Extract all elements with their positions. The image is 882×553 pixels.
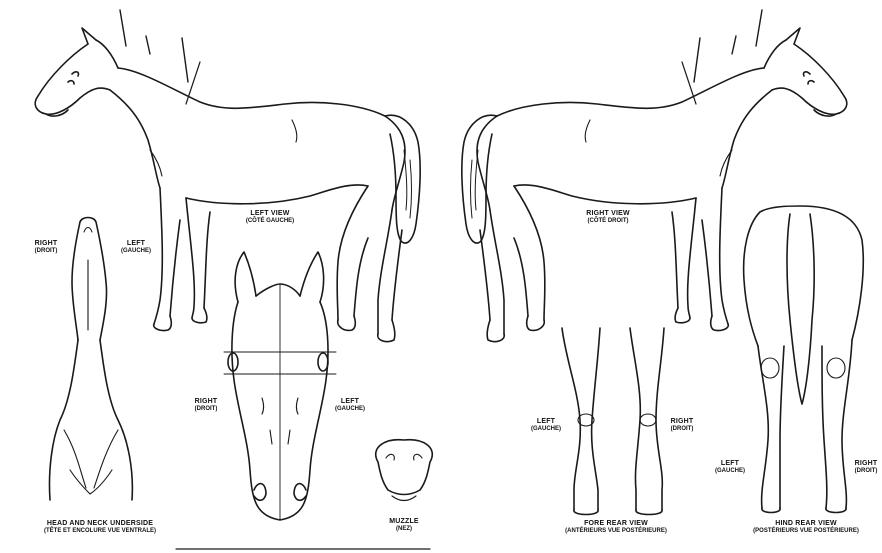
label-left-view-subtitle: (CÔTÉ GAUCHE) (246, 218, 294, 225)
label-hind-left-title: LEFT (715, 460, 745, 468)
head-neck-underside (49, 218, 132, 501)
label-right-view-subtitle: (CÔTÉ DROIT) (586, 218, 630, 225)
label-face-right: RIGHT (DROIT) (195, 398, 218, 413)
label-face-left: LEFT (GAUCHE) (335, 398, 365, 413)
label-left-view-title: LEFT VIEW (246, 210, 294, 218)
label-neck-left: LEFT (GAUCHE) (121, 240, 151, 255)
label-hind-caption: HIND REAR VIEW (POSTÉRIEURS VUE POSTÉRIE… (753, 520, 859, 535)
label-fore-right-subtitle: (DROIT) (671, 426, 694, 433)
label-neck-caption-title: HEAD AND NECK UNDERSIDE (44, 520, 156, 528)
horse-right-view (462, 10, 847, 342)
label-fore-caption-title: FORE REAR VIEW (565, 520, 667, 528)
label-hind-caption-title: HIND REAR VIEW (753, 520, 859, 528)
label-fore-right-title: RIGHT (671, 418, 694, 426)
label-neck-caption: HEAD AND NECK UNDERSIDE (TÊTE ET ENCOLUR… (44, 520, 156, 535)
label-neck-left-subtitle: (GAUCHE) (121, 248, 151, 255)
label-fore-left: LEFT (GAUCHE) (531, 418, 561, 433)
label-right-view: RIGHT VIEW (CÔTÉ DROIT) (586, 210, 630, 225)
label-hind-left: LEFT (GAUCHE) (715, 460, 745, 475)
label-muzzle-subtitle: (NEZ) (389, 526, 419, 533)
label-fore-left-subtitle: (GAUCHE) (531, 426, 561, 433)
label-fore-right: RIGHT (DROIT) (671, 418, 694, 433)
label-face-left-subtitle: (GAUCHE) (335, 406, 365, 413)
muzzle-view (376, 440, 433, 501)
label-left-view: LEFT VIEW (CÔTÉ GAUCHE) (246, 210, 294, 225)
label-right-view-title: RIGHT VIEW (586, 210, 630, 218)
label-muzzle-title: MUZZLE (389, 518, 419, 526)
label-face-right-title: RIGHT (195, 398, 218, 406)
label-muzzle: MUZZLE (NEZ) (389, 518, 419, 533)
label-hind-right: RIGHT (DROIT) (855, 460, 878, 475)
label-face-left-title: LEFT (335, 398, 365, 406)
hind-rear-view (744, 206, 864, 513)
label-neck-right: RIGHT (DROIT) (35, 240, 58, 255)
label-fore-caption-subtitle: (ANTÉRIEURS VUE POSTÉRIEURE) (565, 528, 667, 535)
label-hind-caption-subtitle: (POSTÉRIEURS VUE POSTÉRIEURE) (753, 528, 859, 535)
label-neck-left-title: LEFT (121, 240, 151, 248)
horse-left-view (35, 10, 420, 342)
label-hind-left-subtitle: (GAUCHE) (715, 468, 745, 475)
label-neck-caption-subtitle: (TÊTE ET ENCOLURE VUE VENTRALE) (44, 528, 156, 535)
fore-rear-view (562, 328, 664, 515)
label-hind-right-title: RIGHT (855, 460, 878, 468)
label-face-right-subtitle: (DROIT) (195, 406, 218, 413)
label-neck-right-subtitle: (DROIT) (35, 248, 58, 255)
label-neck-right-title: RIGHT (35, 240, 58, 248)
label-hind-right-subtitle: (DROIT) (855, 468, 878, 475)
label-fore-left-title: LEFT (531, 418, 561, 426)
face-front-view (224, 252, 336, 520)
label-fore-caption: FORE REAR VIEW (ANTÉRIEURS VUE POSTÉRIEU… (565, 520, 667, 535)
